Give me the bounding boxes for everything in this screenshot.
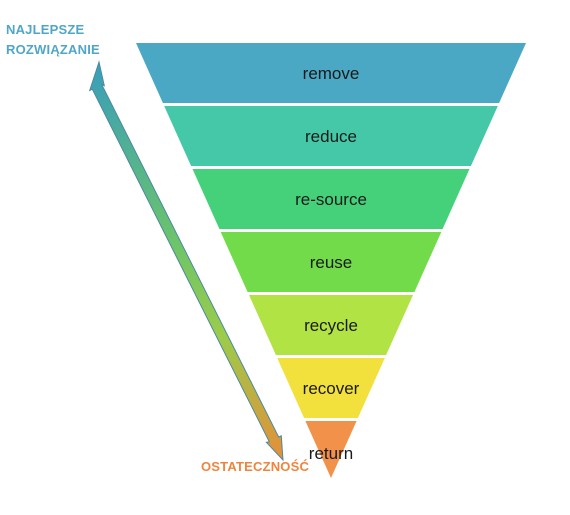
tier-recover-label: recover [303,379,360,398]
tier-recycle-band [249,295,413,355]
tier-re-source-band [192,169,470,229]
tier-recycle-label: recycle [304,316,358,335]
tier-return-band [305,421,357,478]
tier-labels: remove reduce re-source reuse recycle recover… [295,64,367,463]
tier-remove-band [136,43,526,103]
tier-re-source-label: re-source [295,190,367,209]
tier-reuse-label: reuse [310,253,353,272]
tier-recover-band [277,358,385,418]
best-solution-caption: NAJLEPSZE ROZWIĄZANIE [6,20,100,60]
inverted-pyramid [136,43,526,478]
tier-reduce-label: reduce [305,127,357,146]
tier-remove-label: remove [303,64,360,83]
tier-reuse-band [220,232,442,292]
best-solution-caption-line2: ROZWIĄZANIE [6,42,100,57]
tier-reduce-band [164,106,498,166]
double-arrow-shape [88,60,284,462]
last-resort-caption: OSTATECZNOŚĆ [201,459,310,474]
tier-return-label: return [309,444,353,463]
double-arrow [88,60,284,462]
best-solution-caption-line1: NAJLEPSZE [6,22,85,37]
